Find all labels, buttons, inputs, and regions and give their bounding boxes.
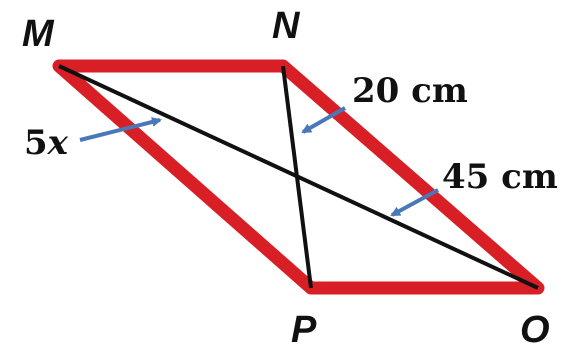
label-5x: 5x bbox=[24, 123, 69, 163]
diagonal-np bbox=[281, 65, 313, 289]
vertex-label-n: N bbox=[272, 5, 301, 47]
label-5x-coefficient: 5 bbox=[24, 123, 48, 163]
vertex-label-o: O bbox=[520, 309, 550, 351]
vertex-label-m: M bbox=[22, 13, 55, 55]
arrow-20cm bbox=[301, 106, 346, 134]
label-5x-variable: x bbox=[47, 123, 69, 163]
vertex-label-p: P bbox=[291, 309, 317, 351]
label-45cm: 45 cm bbox=[442, 157, 558, 197]
arrow-45cm bbox=[390, 188, 439, 217]
label-20cm: 20 cm bbox=[352, 71, 468, 111]
arrow-5x bbox=[79, 117, 162, 142]
